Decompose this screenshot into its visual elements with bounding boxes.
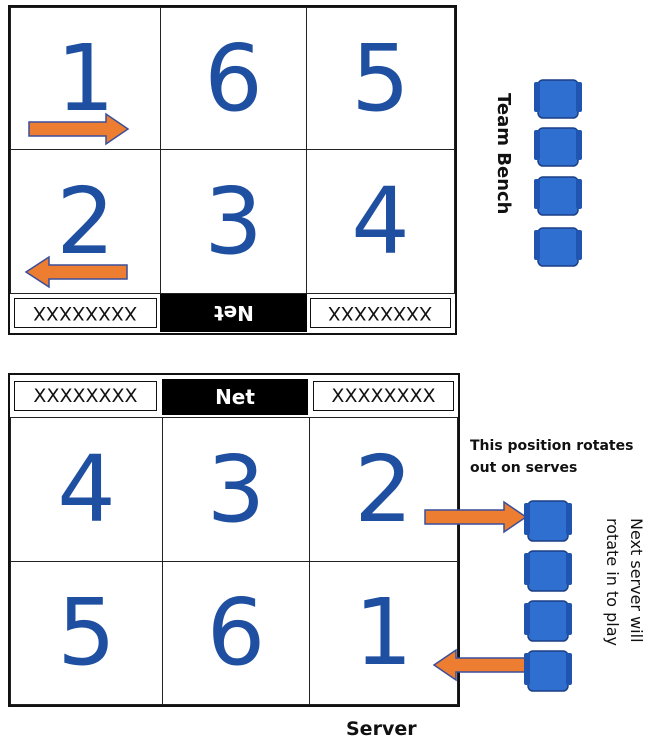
position-number: 3 — [206, 435, 266, 543]
court-cell-position-3: 3 — [162, 417, 310, 562]
net-label-text: Net — [213, 301, 254, 325]
position-number: 6 — [204, 24, 263, 132]
net-xbox-right: XXXXXXXX — [313, 381, 454, 411]
position-number: 2 — [56, 167, 115, 275]
rotates-out-line-1: This position rotates — [470, 438, 634, 454]
chair-icon — [524, 650, 572, 692]
team-bench-chairs — [524, 500, 572, 692]
xbox-text: XXXXXXXX — [33, 385, 138, 407]
next-server-rotated: Next server will rotate in to play — [600, 518, 648, 646]
court-cell-position-1: 1 — [309, 561, 458, 705]
court-cell-position-6: 6 — [162, 561, 310, 705]
chair-icon — [524, 500, 572, 542]
chair-icon — [534, 127, 582, 167]
court-cell-position-4: 4 — [10, 417, 163, 562]
net-xbox-right: XXXXXXXX — [310, 298, 451, 328]
team-bench-chairs — [534, 79, 582, 267]
chair-icon — [524, 550, 572, 592]
xbox-text: XXXXXXXX — [331, 385, 436, 407]
bottom-court: Net XXXXXXXX XXXXXXXX 4 3 2 5 6 1 — [8, 373, 460, 707]
net-label: Net — [162, 379, 308, 415]
chair-icon — [524, 600, 572, 642]
team-bench-text: Team Bench — [493, 93, 514, 215]
rotates-out-line-2: out on serves — [470, 460, 578, 476]
position-number: 1 — [56, 24, 115, 132]
xbox-text: XXXXXXXX — [328, 302, 433, 324]
arrow-icon — [28, 112, 130, 146]
next-server-line-2: rotate in to play — [603, 518, 622, 646]
position-number: 4 — [351, 167, 410, 275]
court-cell-position-2: 2 — [309, 417, 458, 562]
net-label-text: Net — [215, 385, 255, 409]
chair-icon — [534, 176, 582, 216]
xbox-text: XXXXXXXX — [33, 302, 138, 324]
position-number: 6 — [206, 579, 266, 686]
server-text: Server — [346, 718, 417, 740]
position-number: 4 — [57, 435, 116, 543]
court-cell-position-4: 4 — [306, 149, 455, 294]
court-cell-position-6: 6 — [160, 7, 307, 150]
net-xbox-left: XXXXXXXX — [14, 381, 157, 411]
court-cell-position-3: 3 — [160, 149, 307, 294]
chair-icon — [534, 227, 582, 267]
top-court: 1 6 5 2 3 4 Net XXXXXXXX XXXXXXXX — [8, 5, 457, 335]
net-label: Net — [160, 294, 307, 332]
net-xbox-left: XXXXXXXX — [14, 298, 157, 328]
next-server-line-1: Next server will — [627, 518, 646, 643]
position-number: 2 — [354, 435, 413, 543]
chair-icon — [534, 79, 582, 119]
rotates-out-label: This position rotates out on serves — [470, 435, 656, 479]
court-cell-position-5: 5 — [10, 561, 163, 705]
arrow-icon — [424, 500, 528, 534]
court-cell-position-2: 2 — [10, 149, 161, 294]
position-number: 5 — [351, 24, 410, 132]
court-cell-position-5: 5 — [306, 7, 455, 150]
arrow-icon — [24, 255, 128, 289]
server-label: Server — [346, 718, 417, 740]
arrow-icon — [432, 648, 532, 682]
position-number: 3 — [204, 167, 263, 275]
position-number: 5 — [57, 579, 116, 686]
position-number: 1 — [354, 579, 413, 686]
